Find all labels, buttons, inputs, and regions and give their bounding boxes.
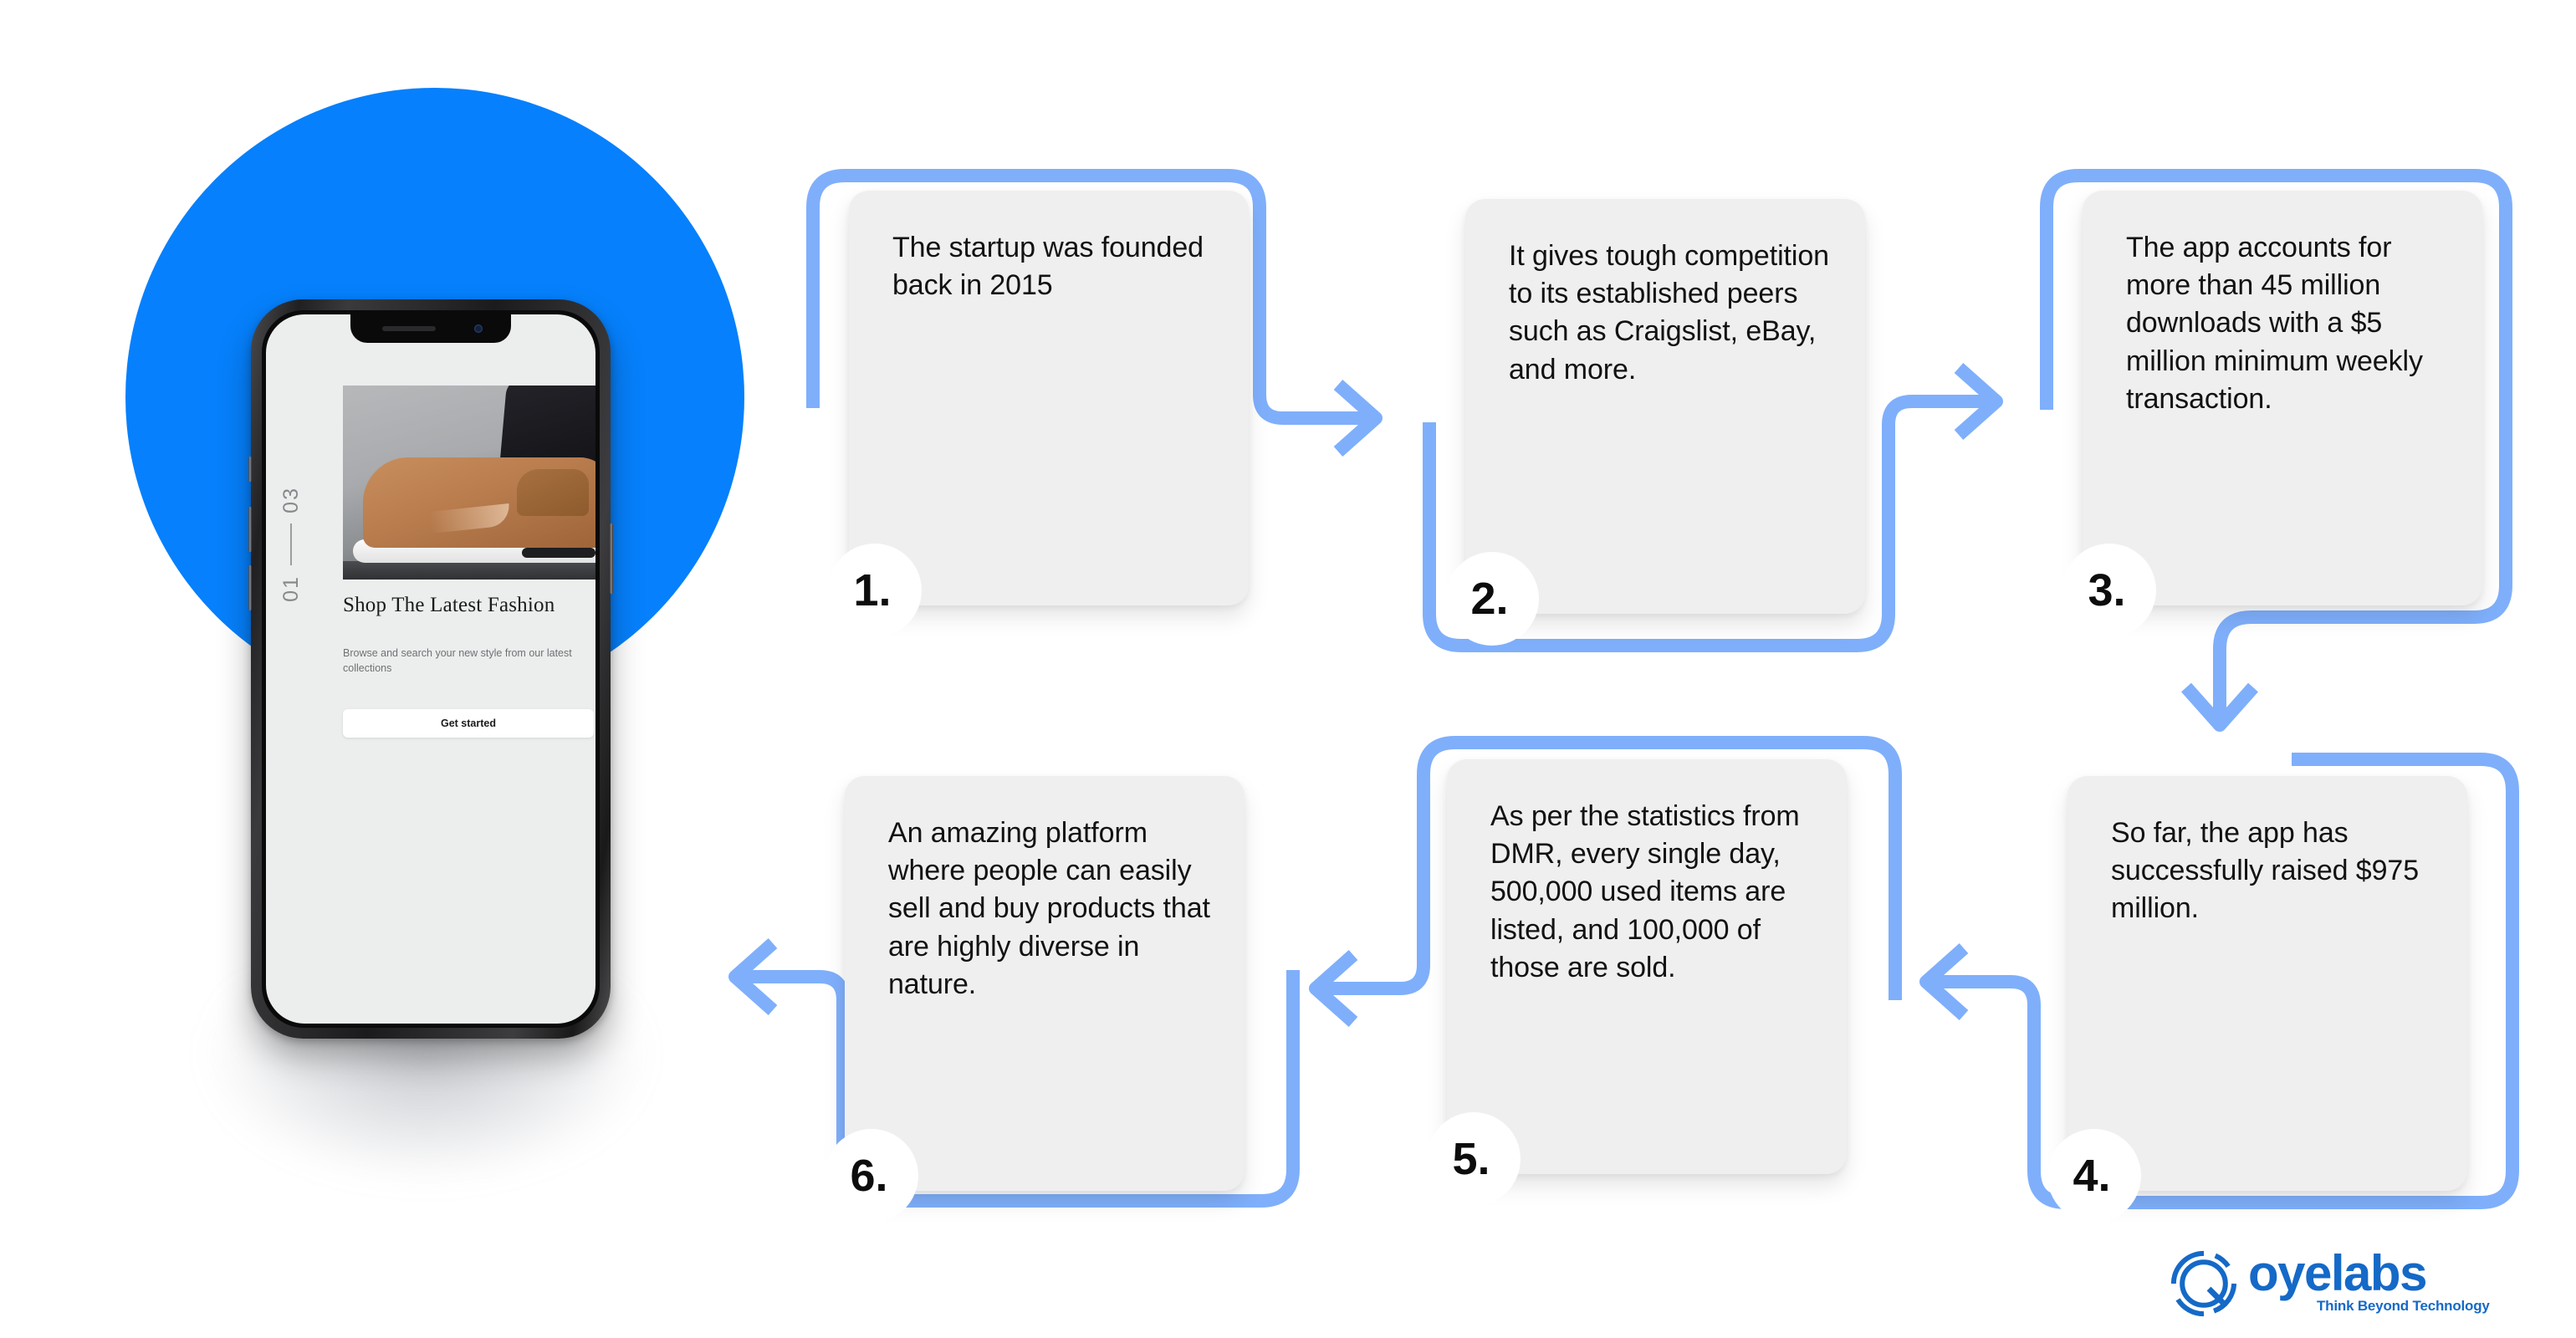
step-card-2-text: It gives tough competition to its establ… [1509,240,1829,386]
silent-switch[interactable] [248,457,252,482]
carousel-pagination: 03 01 [271,440,311,649]
connector-1-to-2 [806,169,1372,425]
pagination-divider [290,523,292,565]
volume-down-button[interactable] [248,565,252,610]
phone-screen: 03 01 Shop The Latest Fashion Browse and… [266,314,595,1024]
step-number-badge-5: 5. [1427,1112,1521,1206]
step-number-badge-1: 1. [828,544,922,637]
step-card-1-text: The startup was founded back in 2015 [892,232,1204,302]
connector-2-to-3 [1423,395,1992,652]
step-card-4[interactable]: So far, the app has successfully raised … [2067,776,2467,1191]
connector-3-to-4 [2040,169,2512,721]
oyelabs-circle-mark [2170,1250,2237,1317]
step-number-badge-2: 2. [1445,552,1539,646]
front-camera-icon [474,324,483,333]
step-number-badge-6: 6. [825,1129,918,1223]
phone-headline: Shop The Latest Fashion [343,594,555,616]
hero-section: 03 01 Shop The Latest Fashion Browse and… [0,0,786,1338]
earpiece-speaker-icon [382,326,436,331]
get-started-button[interactable]: Get started [343,709,594,738]
phone-bezel: 03 01 Shop The Latest Fashion Browse and… [262,310,600,1028]
volume-up-button[interactable] [248,507,252,552]
oyelabs-wordmark: oyelabs [2248,1245,2427,1301]
step-card-1[interactable]: The startup was founded back in 2015 [849,191,1249,605]
step-number-badge-3: 3. [2062,544,2156,637]
phone-mockup: 03 01 Shop The Latest Fashion Browse and… [248,299,613,1039]
product-photo-sneaker [343,386,595,580]
step-card-6-text: An amazing platform where people can eas… [888,817,1210,1000]
arrowhead-1-to-2 [1333,380,1383,457]
step-card-6[interactable]: An amazing platform where people can eas… [845,776,1245,1191]
step-card-3-text: The app accounts for more than 45 millio… [2126,232,2423,415]
step-card-3[interactable]: The app accounts for more than 45 millio… [2083,191,2482,605]
connector-4-to-5 [1930,753,2519,1209]
oyelabs-logo[interactable]: oyelabs Think Beyond Technology [2168,1243,2502,1326]
photo-shoe-collar [517,469,589,516]
arrowhead-6-to-phone [728,938,778,1015]
arrowhead-5-to-6 [1309,950,1358,1027]
step-card-4-text: So far, the app has successfully raised … [2111,817,2420,925]
step-card-5-text: As per the statistics from DMR, every si… [1490,800,1800,983]
phone-notch [350,314,511,343]
step-card-5[interactable]: As per the statistics from DMR, every si… [1447,759,1847,1174]
photo-air-unit [522,548,595,558]
step-number-badge-4: 4. [2047,1129,2141,1223]
connector-5-to-6 [1320,736,1902,1000]
arrowhead-4-to-5 [1919,943,1969,1020]
phone-subtext: Browse and search your new style from ou… [343,647,572,675]
photo-ground [343,561,595,580]
arrowhead-2-to-3 [1954,363,2003,440]
arrowhead-3-to-4 [2181,682,2258,732]
step-card-2[interactable]: It gives tough competition to its establ… [1465,199,1865,614]
oyelabs-tagline: Think Beyond Technology [2317,1298,2490,1314]
power-button[interactable] [610,523,613,594]
